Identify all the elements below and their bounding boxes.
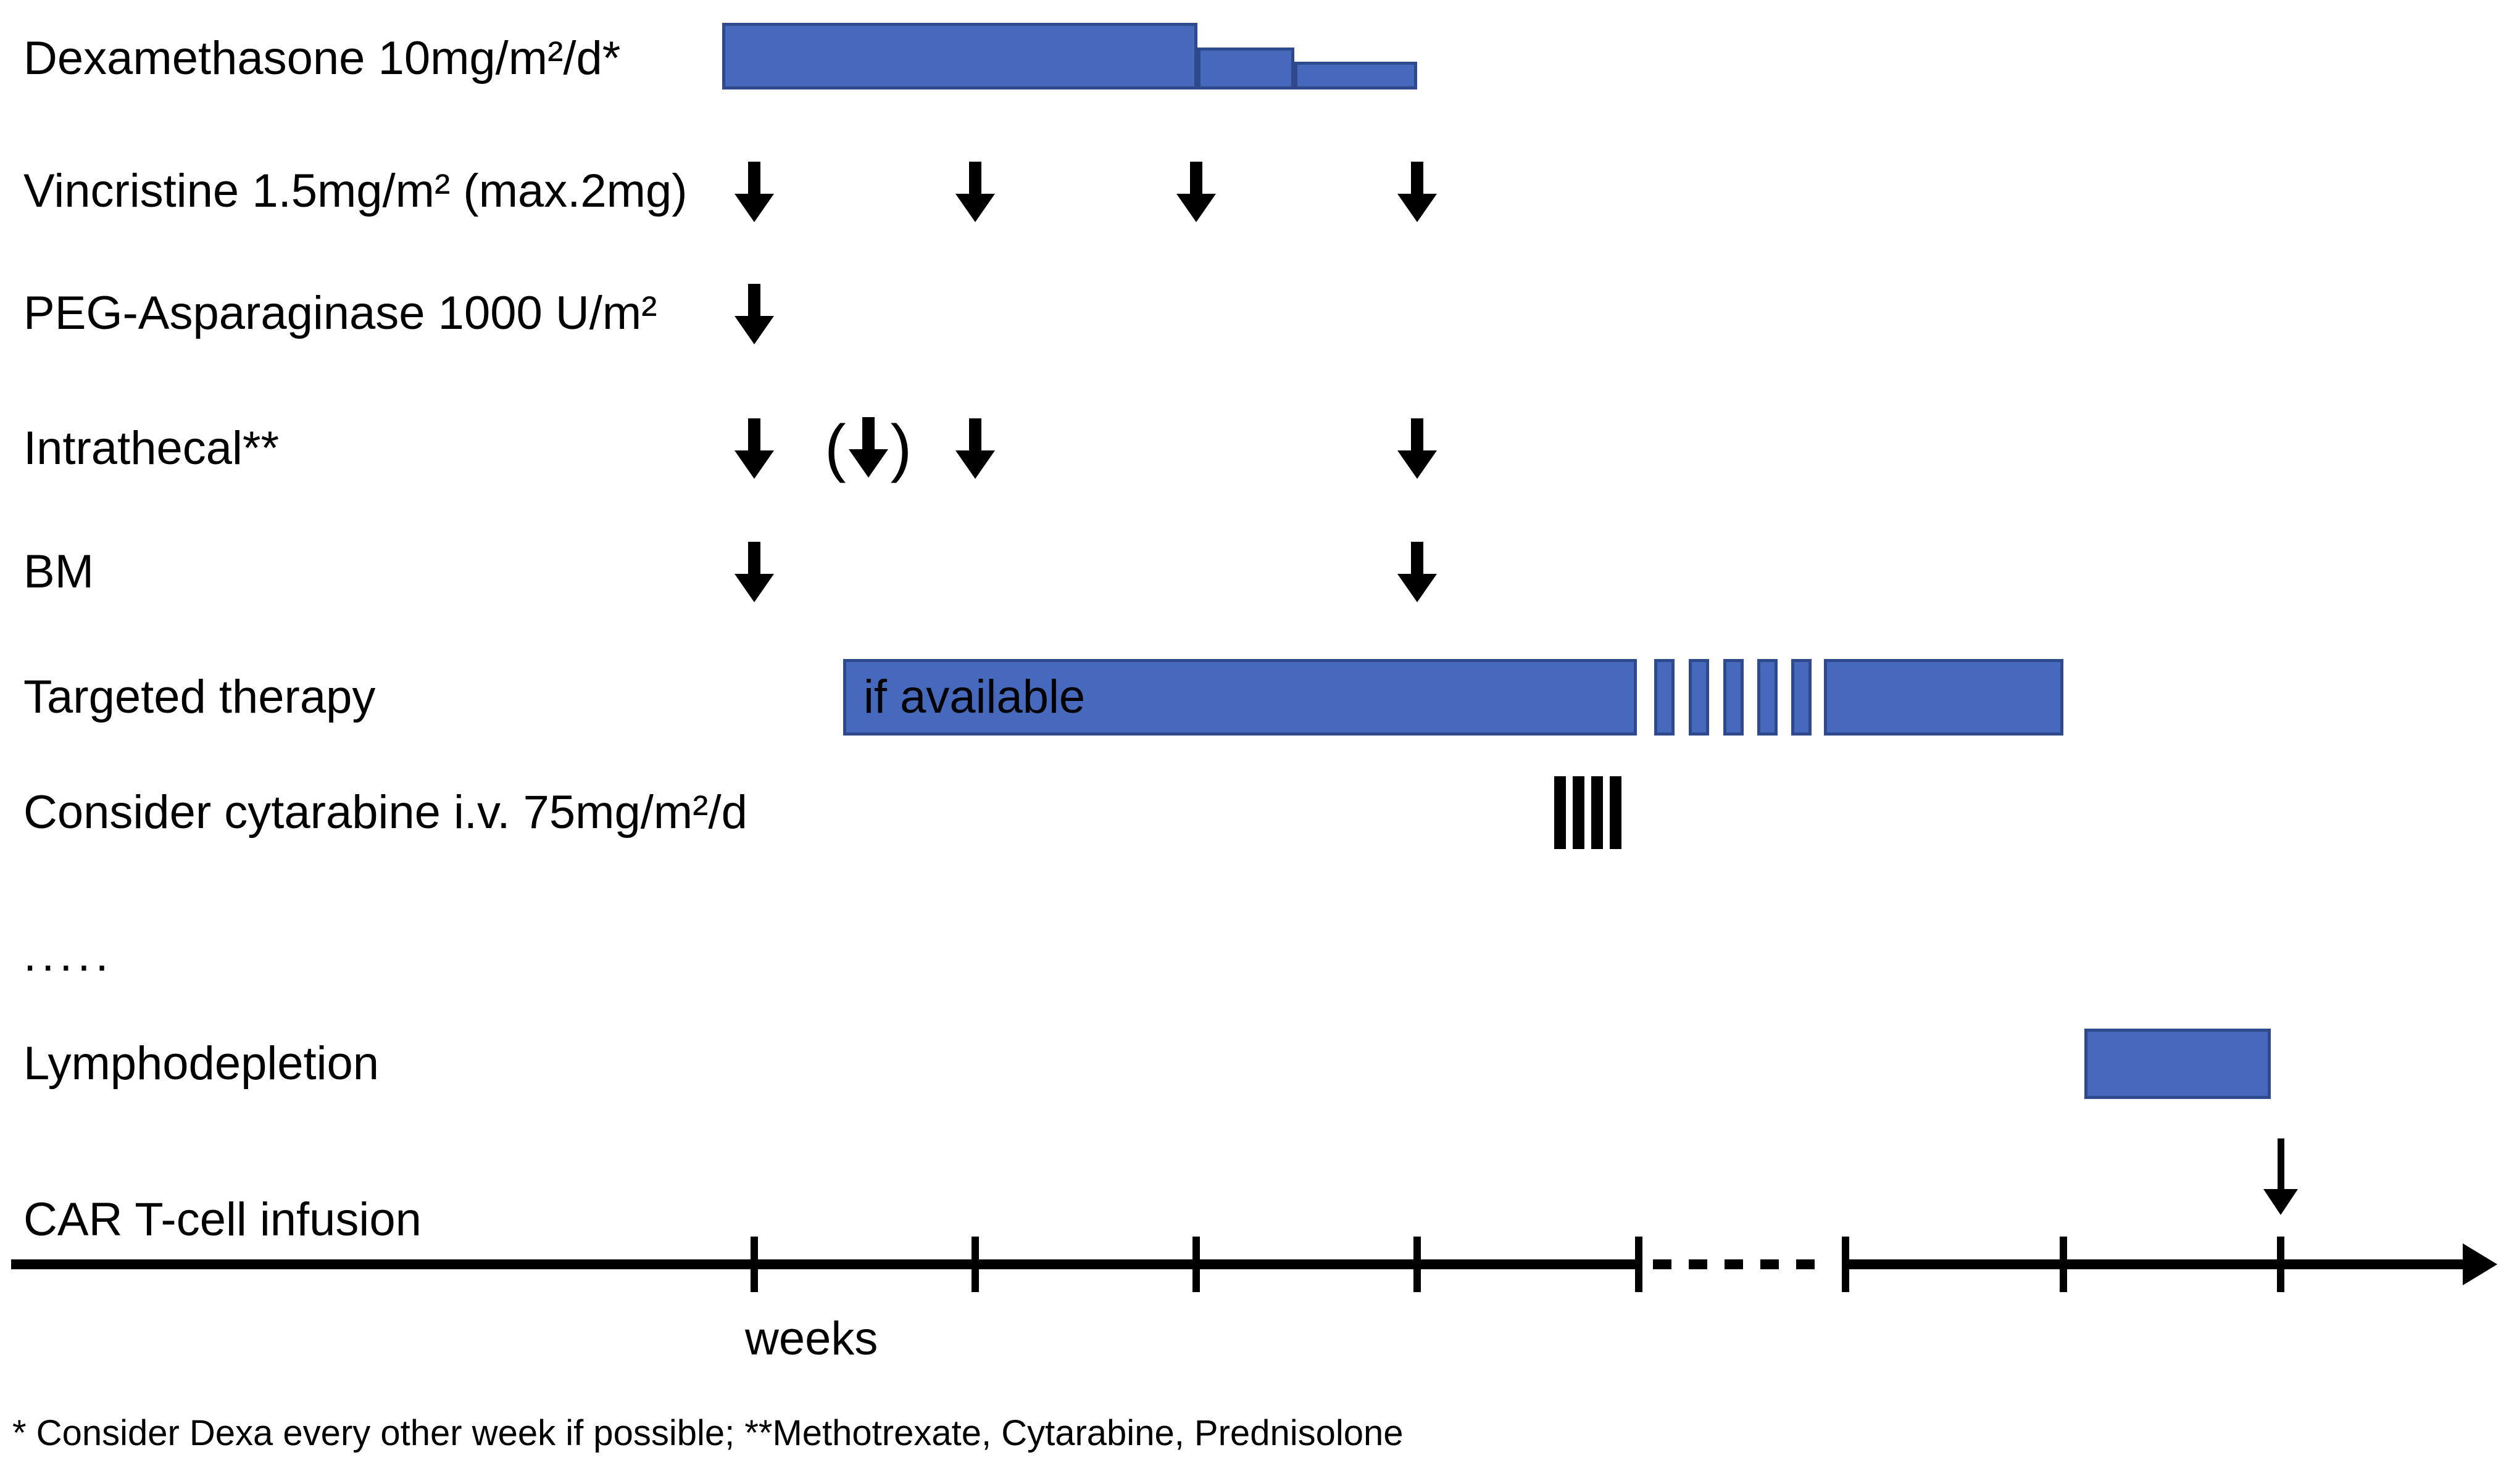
arrow-head <box>1397 450 1437 479</box>
arrow-stem <box>1411 418 1423 450</box>
footnote-text: * Consider Dexa every other week if poss… <box>12 1413 1404 1453</box>
timeline-dash <box>1725 1259 1743 1269</box>
arrow-stem <box>1411 162 1423 194</box>
cytarabine-dose-bar <box>1554 776 1566 849</box>
car-t-infusion-arrow <box>2263 1138 2298 1215</box>
open-paren: ( <box>825 412 846 484</box>
arrow-stem <box>748 284 760 316</box>
arrow-stem <box>2277 1138 2284 1189</box>
cytarabine-dose-bar <box>1610 776 1621 849</box>
arrow-stem <box>748 418 760 450</box>
arrow-stem <box>862 417 875 449</box>
timeline-dash <box>1689 1259 1707 1269</box>
arrow-head <box>955 194 995 222</box>
targeted-therapy-bar: if available <box>843 659 1637 736</box>
arrow-stem <box>1411 542 1423 574</box>
row-label-lymphodepletion: Lymphodepletion <box>23 1037 380 1090</box>
vincristine-dose-arrow-week1 <box>734 162 774 222</box>
row-label-car-t-infusion: CAR T-cell infusion <box>23 1193 422 1246</box>
timeline-tick-week1 <box>751 1237 758 1292</box>
arrow-head <box>1397 194 1437 222</box>
timeline-tick-week3 <box>1192 1237 1200 1292</box>
targeted-therapy-dash-stripe <box>1723 659 1744 736</box>
arrow-head <box>734 450 774 479</box>
intrathecal-optional-dose-arrow <box>848 417 888 478</box>
row-label-cytarabine: Consider cytarabine i.v. 75mg/m²/d <box>23 786 747 839</box>
lymphodepletion-bar <box>2084 1029 2271 1099</box>
intrathecal-dose-arrow-week2 <box>955 418 995 479</box>
vincristine-dose-arrow-week4 <box>1397 162 1437 222</box>
cytarabine-dose-bar <box>1573 776 1584 849</box>
timeline-solid-segment-1 <box>11 1259 1639 1269</box>
timeline-tick-week6 <box>1842 1237 1849 1292</box>
ellipsis-label: ..... <box>23 929 114 981</box>
targeted-therapy-dash-stripe <box>1791 659 1812 736</box>
peg-asparaginase-dose-arrow-week1 <box>734 284 774 344</box>
bm-arrow-week1 <box>734 542 774 602</box>
timeline-arrowhead-icon <box>2463 1243 2497 1285</box>
row-label-intrathecal: Intrathecal** <box>23 422 280 475</box>
timeline-dash <box>1760 1259 1779 1269</box>
arrow-head <box>2263 1189 2298 1215</box>
targeted-therapy-bar-text: if available <box>863 671 1086 723</box>
timeline-tick-week5 <box>1635 1237 1642 1292</box>
row-label-bm: BM <box>23 545 94 598</box>
arrow-head <box>1176 194 1216 222</box>
intrathecal-dose-arrow-week4 <box>1397 418 1437 479</box>
intrathecal-dose-arrow-week1 <box>734 418 774 479</box>
timeline-solid-segment-2 <box>1846 1259 2463 1269</box>
arrow-stem <box>1190 162 1202 194</box>
cytarabine-dose-bar <box>1591 776 1603 849</box>
close-paren: ) <box>890 412 912 484</box>
targeted-therapy-dash-stripe <box>1654 659 1675 736</box>
weeks-axis-label: weeks <box>745 1312 878 1365</box>
row-label-targeted-therapy: Targeted therapy <box>23 671 376 723</box>
row-label-dexamethasone: Dexamethasone 10mg/m²/d* <box>23 32 621 85</box>
targeted-therapy-dash-stripe <box>1757 659 1778 736</box>
targeted-therapy-bar-2 <box>1824 659 2063 736</box>
arrow-stem <box>969 162 981 194</box>
arrow-head <box>1397 574 1437 602</box>
timeline-tick-week7 <box>2060 1237 2067 1292</box>
timeline-dash <box>1653 1259 1671 1269</box>
timeline-tick-week2 <box>972 1237 979 1292</box>
arrow-head <box>734 574 774 602</box>
timeline-tick-week4 <box>1413 1237 1421 1292</box>
arrow-stem <box>748 542 760 574</box>
arrow-stem <box>748 162 760 194</box>
vincristine-dose-arrow-week2 <box>955 162 995 222</box>
arrow-stem <box>969 418 981 450</box>
intrathecal-optional-dose: ( ) <box>825 412 912 484</box>
arrow-head <box>734 316 774 344</box>
vincristine-dose-arrow-week3 <box>1176 162 1216 222</box>
targeted-therapy-dash-stripe <box>1689 659 1709 736</box>
arrow-head <box>955 450 995 479</box>
row-label-vincristine: Vincristine 1.5mg/m² (max.2mg) <box>23 165 688 217</box>
timeline-tick-week8 <box>2277 1237 2284 1292</box>
dexamethasone-bar-taper-1 <box>1197 48 1294 89</box>
dexamethasone-bar-taper-2 <box>1294 62 1417 89</box>
bm-arrow-week4 <box>1397 542 1437 602</box>
row-label-peg-asparaginase: PEG-Asparaginase 1000 U/m² <box>23 287 657 339</box>
dexamethasone-bar-full <box>722 23 1197 89</box>
timeline-dash <box>1796 1259 1815 1269</box>
arrow-head <box>734 194 774 222</box>
arrow-head <box>848 449 888 478</box>
